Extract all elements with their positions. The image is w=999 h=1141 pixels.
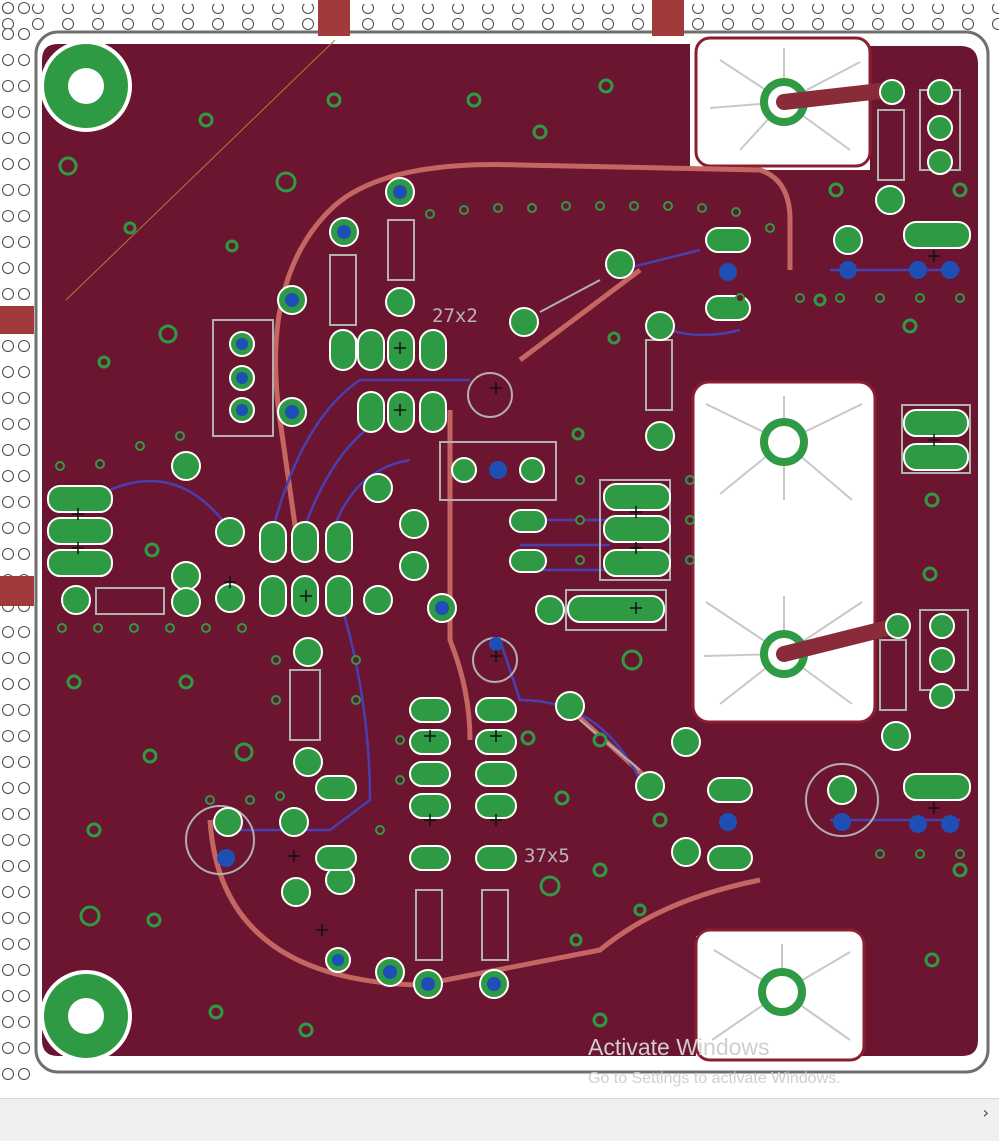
heatsink-icon[interactable]: [694, 928, 866, 1062]
edge-connector-left-lower[interactable]: [0, 576, 34, 606]
status-bar: ›: [0, 1098, 999, 1141]
airwire: [65, 39, 336, 301]
via-icon: [58, 78, 968, 1038]
via-row: [55, 201, 965, 859]
pcb-layout-canvas[interactable]: 27x2 37x5: [0, 0, 999, 1098]
component-pads[interactable]: [47, 79, 971, 999]
edge-connector-top-right[interactable]: [652, 0, 684, 36]
origin-markers: [72, 250, 940, 936]
power-traces: [776, 82, 908, 662]
heatsink-icon[interactable]: [691, 380, 877, 724]
edge-connector-left-upper[interactable]: [0, 306, 34, 334]
left-via-fence: [0, 0, 30, 1090]
mounting-hole-icon[interactable]: [40, 40, 132, 132]
edge-connector-top-left[interactable]: [318, 0, 350, 36]
chevron-right-icon[interactable]: ›: [982, 1103, 989, 1122]
ic-label-lower: 37x5: [524, 845, 570, 867]
silkscreen: [95, 89, 971, 961]
top-via-fence: [0, 4, 999, 30]
mounting-hole-icon[interactable]: [40, 970, 132, 1062]
ic-label-upper: 27x2: [432, 305, 478, 327]
